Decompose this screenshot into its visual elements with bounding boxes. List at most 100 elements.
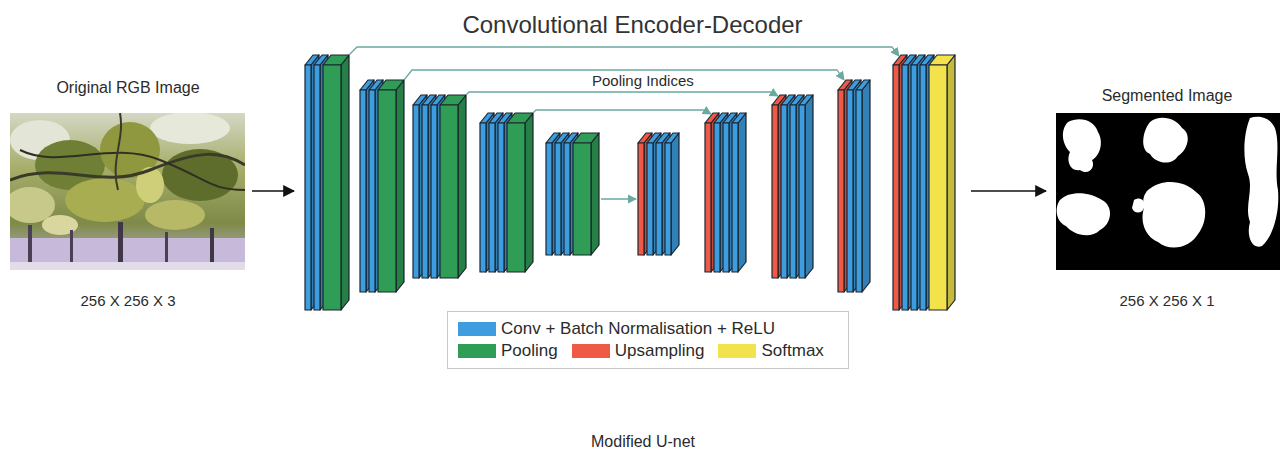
layer-slab	[893, 55, 907, 310]
slab-front	[838, 90, 844, 292]
slab-front	[856, 90, 862, 292]
slab-shade	[729, 113, 737, 272]
slab-shade	[366, 80, 374, 292]
slab-shade	[796, 95, 804, 278]
slab-front	[546, 143, 552, 255]
slab-side	[458, 95, 466, 278]
encoder-decoder-block: Convolutional Encoder-Decoder	[296, 6, 969, 315]
figure-caption: Modified U-net	[591, 432, 695, 451]
slab-front	[480, 123, 486, 272]
slab-top	[732, 113, 746, 123]
pooling-index-lines	[349, 47, 899, 199]
slab-front	[638, 143, 644, 255]
slab-front	[893, 65, 899, 310]
slab-shade	[899, 55, 907, 310]
slab-top	[799, 95, 813, 105]
flow-arrow	[971, 190, 1046, 192]
slab-shade	[805, 95, 813, 278]
layer-slab	[413, 95, 427, 278]
legend-row: PoolingUpsamplingSoftmax	[458, 340, 838, 362]
slab-side	[644, 133, 652, 255]
slab-front	[647, 143, 653, 255]
skip-line	[466, 92, 778, 96]
slab-shade	[561, 133, 569, 255]
layer-slab	[647, 133, 661, 255]
slab-shade	[458, 95, 466, 278]
skip-line	[533, 110, 711, 114]
slab-side	[311, 55, 319, 310]
layer-slab	[856, 80, 870, 292]
slab-shade	[720, 113, 728, 272]
skip-line	[349, 47, 899, 56]
slab-side	[341, 55, 349, 310]
slab-side	[525, 113, 533, 272]
slab-front	[489, 123, 495, 272]
slab-side	[720, 113, 728, 272]
flow-arrow	[252, 190, 294, 192]
slab-side	[561, 133, 569, 255]
slab-front	[665, 143, 671, 255]
slab-side	[805, 95, 813, 278]
legend-swatch	[572, 344, 610, 358]
legend-text: Upsampling	[615, 340, 705, 362]
slab-side	[738, 113, 746, 272]
rgb-photo	[10, 113, 245, 270]
slab-side	[787, 95, 795, 278]
slab-side	[908, 55, 916, 310]
slab-shade	[778, 95, 786, 278]
slab-side	[947, 55, 955, 310]
slab-shade	[917, 55, 925, 310]
slab-front	[732, 123, 738, 272]
slab-front	[799, 105, 805, 278]
layer-slab	[422, 95, 436, 278]
slab-front	[422, 105, 428, 278]
slab-side	[844, 80, 852, 292]
slab-shade	[711, 113, 719, 272]
layer-slab	[714, 113, 728, 272]
slab-side	[419, 95, 427, 278]
slab-side	[653, 133, 661, 255]
slab-front	[305, 65, 311, 310]
slab-front	[920, 65, 926, 310]
slab-front	[360, 90, 366, 292]
slab-front	[847, 90, 853, 292]
layer-slab	[546, 133, 560, 255]
network-layers	[305, 55, 955, 310]
layer-slab	[360, 80, 374, 292]
slab-shade	[591, 133, 599, 255]
slab-top	[929, 55, 955, 65]
slab-shade	[644, 133, 652, 255]
slab-shade	[428, 95, 436, 278]
slab-shade	[552, 133, 560, 255]
slab-front	[369, 90, 375, 292]
slab-side	[552, 133, 560, 255]
layer-slab	[705, 113, 719, 272]
panel-heading: Original RGB Image	[6, 78, 250, 97]
panel-heading: Segmented Image	[1048, 86, 1286, 105]
layer-slab	[489, 113, 503, 272]
slab-top	[573, 133, 599, 143]
slab-shade	[419, 95, 427, 278]
slab-side	[495, 113, 503, 272]
slab-front	[507, 123, 525, 272]
slab-top	[378, 80, 404, 90]
slab-side	[917, 55, 925, 310]
dimension-label: 256 X 256 X 1	[1048, 292, 1286, 310]
slab-front	[564, 143, 570, 255]
slab-front	[573, 143, 591, 255]
slab-front	[929, 65, 947, 310]
slab-top	[440, 95, 466, 105]
layer-slab	[305, 55, 319, 310]
layer-slab	[507, 113, 533, 272]
image-panel: Segmented Image 256 X 256 X 1	[1048, 86, 1286, 314]
slab-shade	[311, 55, 319, 310]
slab-front	[902, 65, 908, 310]
slab-side	[796, 95, 804, 278]
legend-row: Conv + Batch Normalisation + ReLU	[458, 318, 838, 340]
layer-slab	[911, 55, 925, 310]
slab-side	[778, 95, 786, 278]
layer-slab	[656, 133, 670, 255]
slab-shade	[396, 80, 404, 292]
slab-shade	[653, 133, 661, 255]
slab-front	[714, 123, 720, 272]
